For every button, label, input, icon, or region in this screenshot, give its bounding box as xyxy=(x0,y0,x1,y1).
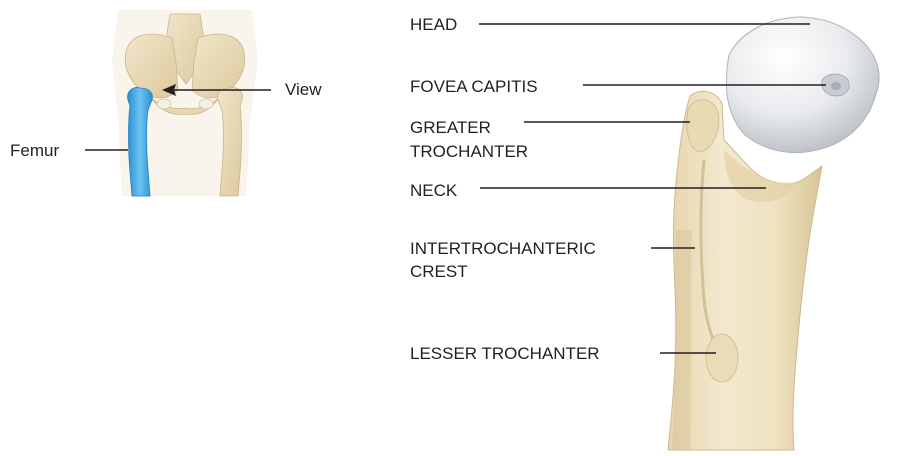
lesser-trochanter xyxy=(706,334,738,382)
proximal-femur-illustration xyxy=(668,17,879,450)
femur-label: Femur xyxy=(10,141,59,160)
label-intertrochanteric-crest-line2: CREST xyxy=(410,262,468,281)
label-fovea-capitis: FOVEA CAPITIS xyxy=(410,77,538,96)
fovea-pit xyxy=(831,82,841,90)
obturator-right xyxy=(199,99,213,109)
pelvis-inset-illustration xyxy=(112,10,258,196)
label-neck: NECK xyxy=(410,181,458,200)
label-greater-trochanter-line1: GREATER xyxy=(410,118,491,137)
label-head: HEAD xyxy=(410,15,457,34)
view-label: View xyxy=(285,80,322,99)
obturator-left xyxy=(157,99,171,109)
label-greater-trochanter-line2: TROCHANTER xyxy=(410,142,528,161)
label-intertrochanteric-crest-line1: INTERTROCHANTERIC xyxy=(410,239,596,258)
label-lesser-trochanter: LESSER TROCHANTER xyxy=(410,344,600,363)
